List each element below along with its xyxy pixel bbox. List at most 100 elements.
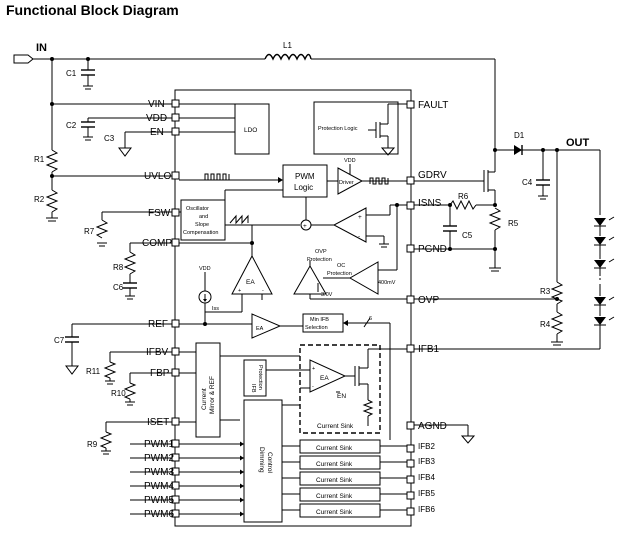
- led-icon: [594, 317, 606, 325]
- protection-logic-label: Protection Logic: [318, 126, 358, 132]
- min-ifb-label-2: Selection: [305, 325, 328, 331]
- ch1-ea-plus: +: [312, 366, 315, 372]
- pin-agnd: AGND: [418, 421, 447, 432]
- oc-ref-label: 400mV: [378, 280, 396, 286]
- pin-ifb5: IFB5: [418, 489, 435, 498]
- r3-label: R3: [540, 287, 551, 296]
- cs-amp-plus: +: [358, 214, 362, 221]
- ch1-ea-label: EA: [320, 375, 329, 382]
- current-mirror-block: Current Mirror & REF: [179, 342, 300, 438]
- ifb-protection-label-2: Protection: [257, 365, 263, 390]
- summer-plus: +: [303, 223, 307, 230]
- iss-vdd-label: VDD: [199, 266, 211, 272]
- oscillator-block: Oscillator and Slope Compensation: [179, 189, 300, 241]
- c2-label: C2: [66, 121, 77, 130]
- output-stage: D1 OUT C4 R6 R5 C5 R3: [414, 131, 615, 444]
- driver-label: Driver: [339, 180, 354, 186]
- oc-label-2: Protection: [327, 271, 352, 277]
- pwm-bus: [130, 441, 244, 517]
- current-sink-2: Current Sink: [316, 445, 353, 452]
- ea-label-ref: EA: [256, 326, 264, 332]
- r8-label: R8: [113, 263, 124, 272]
- current-mirror-label-1: Current: [201, 388, 208, 410]
- diagram-title: Functional Block Diagram: [6, 2, 179, 18]
- ch1-current-sink-label: Current Sink: [317, 423, 354, 430]
- ifbv-network: R11: [86, 351, 172, 385]
- input-section: IN L1 C1 C2 C3 R1: [13, 41, 496, 222]
- ovp-label-2: Protection: [307, 257, 332, 263]
- pin-isns: ISNS: [418, 198, 442, 209]
- pin-fault: FAULT: [418, 100, 448, 111]
- pin-ifb3: IFB3: [418, 457, 435, 466]
- fsw-network: R7: [84, 211, 172, 247]
- current-sink-5: Current Sink: [316, 493, 353, 500]
- pin-ovp: OVP: [418, 295, 439, 306]
- left-pin-labels: VIN VDD EN UVLO FSW COMP REF IFBV FBP IS…: [142, 99, 174, 520]
- r10-label: R10: [111, 389, 126, 398]
- ifb-protection-label-1: IFB: [250, 384, 256, 393]
- ifb-protection-block: IFB Protection: [243, 359, 300, 397]
- led-icon: [594, 237, 606, 245]
- oc-protection-block: OC Protection 400mV: [323, 261, 397, 295]
- c7-label: C7: [54, 336, 65, 345]
- r9-label: R9: [87, 440, 98, 449]
- current-sink-3: Current Sink: [316, 461, 353, 468]
- current-sink-6: Current Sink: [316, 509, 353, 516]
- current-sense-block: + + -: [300, 197, 407, 270]
- c1-label: C1: [66, 69, 77, 78]
- driver-block: Driver VDD: [327, 158, 407, 195]
- r2-label: R2: [34, 195, 45, 204]
- fbp-network: R10: [111, 372, 172, 406]
- oc-label-1: OC: [337, 263, 345, 269]
- main-error-amp: EA + -: [179, 225, 273, 313]
- c4-label: C4: [522, 178, 533, 187]
- ea-label-main: EA: [246, 279, 255, 286]
- right-pin-labels: FAULT GDRV ISNS PGND OVP IFB1 AGND IFB2 …: [418, 100, 448, 514]
- r5-label: R5: [508, 219, 519, 228]
- protection-logic-block: Protection Logic: [313, 101, 407, 156]
- in-label: IN: [36, 42, 47, 54]
- bus-width-label: 6: [369, 316, 372, 322]
- ea-main-plus: +: [238, 288, 241, 294]
- ref-error-amp: EA: [179, 313, 303, 339]
- l1-label: L1: [283, 41, 292, 50]
- min-ifb-label-1: Min IFB: [310, 317, 329, 323]
- driver-vdd-label: VDD: [344, 158, 356, 164]
- min-ifb-block: Min IFB Selection 6: [302, 313, 391, 440]
- current-sinks-2-6: Current Sink Current Sink Current Sink C…: [282, 439, 407, 518]
- iss-source: VDD Iss: [198, 266, 219, 326]
- led-icon: [594, 260, 606, 268]
- pin-ifb4: IFB4: [418, 473, 435, 482]
- ch1-en-label: EN: [337, 393, 346, 400]
- r11-label: R11: [86, 367, 101, 376]
- current-sink-4: Current Sink: [316, 477, 353, 484]
- comp-network: R8 C6: [113, 242, 172, 300]
- led-icon: [594, 218, 606, 226]
- iset-network: R9: [87, 421, 172, 455]
- ldo-label: LDO: [244, 127, 257, 134]
- oscillator-label-4: Compensation: [183, 230, 218, 236]
- current-mirror-label-2: Mirror & REF: [209, 376, 216, 414]
- pin-fsw: FSW: [148, 208, 171, 219]
- ldo-block: LDO: [179, 103, 270, 155]
- pin-gdrv: GDRV: [418, 170, 447, 181]
- pin-ifb2: IFB2: [418, 442, 435, 451]
- ovp-protection-block: OVP Protection 3.0V: [293, 249, 407, 300]
- dimming-control-label-1: Dimming: [258, 447, 265, 473]
- c3-label: C3: [104, 134, 115, 143]
- cs-amp-minus: -: [358, 233, 360, 240]
- ch1-ea-minus: -: [312, 384, 314, 390]
- dimming-control-label-2: Control: [266, 452, 273, 474]
- r1-label: R1: [34, 155, 45, 164]
- c5-label: C5: [462, 231, 473, 240]
- oscillator-label-3: Slope: [195, 222, 209, 228]
- led-icon: [594, 297, 606, 305]
- pwm-logic-block: PWM Logic: [179, 164, 328, 198]
- ea-main-minus: -: [262, 288, 264, 294]
- ref-network: C7: [54, 323, 172, 375]
- iss-label: Iss: [212, 306, 219, 312]
- ovp-ref-label: 3.0V: [321, 292, 333, 298]
- current-sink-ch1: EA + - EN Current Sink: [299, 344, 407, 434]
- ovp-label-1: OVP: [315, 249, 327, 255]
